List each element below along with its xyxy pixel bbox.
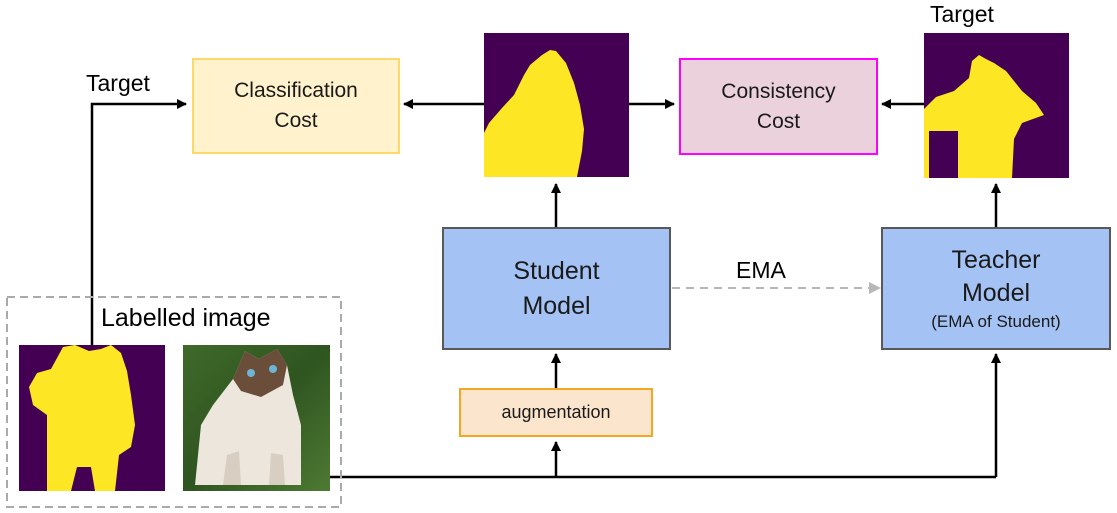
ground-truth-mask	[19, 345, 165, 491]
consistency-cost-line2: Cost	[756, 109, 801, 133]
augmentation-label: augmentation	[501, 402, 611, 422]
teacher-model-line2: Model	[961, 278, 1031, 307]
consistency-cost-line1: Consistency	[721, 79, 836, 103]
teacher-prediction-mask	[924, 33, 1069, 178]
segmentation-mask-icon	[19, 345, 165, 491]
target-label-left: Target	[86, 70, 150, 96]
labelled-image-label: Labelled image	[101, 304, 271, 332]
classification-cost-box: Classification Cost	[192, 58, 400, 154]
cat-photo	[183, 345, 330, 491]
student-prediction-mask	[484, 33, 629, 177]
target-arrow-left	[90, 99, 187, 345]
classification-cost-line2: Cost	[274, 109, 318, 132]
augmentation-box: augmentation	[459, 388, 653, 437]
segmentation-mask-icon	[924, 33, 1069, 178]
segmentation-mask-icon	[484, 33, 629, 177]
labelled-image-frame	[6, 296, 342, 508]
teacher-model-line1: Teacher	[951, 245, 1041, 274]
teacher-model-box: Teacher Model (EMA of Student)	[881, 227, 1111, 350]
classification-cost-line1: Classification	[234, 79, 358, 102]
student-model-box: Student Model	[442, 227, 671, 350]
ema-label: EMA	[736, 257, 786, 283]
student-model-line2: Model	[522, 291, 591, 320]
teacher-model-subtitle: (EMA of Student)	[931, 311, 1061, 331]
target-label-right: Target	[930, 1, 994, 27]
cat-photo-icon	[183, 345, 330, 491]
consistency-cost-box: Consistency Cost	[679, 58, 878, 155]
student-model-line1: Student	[513, 256, 600, 285]
